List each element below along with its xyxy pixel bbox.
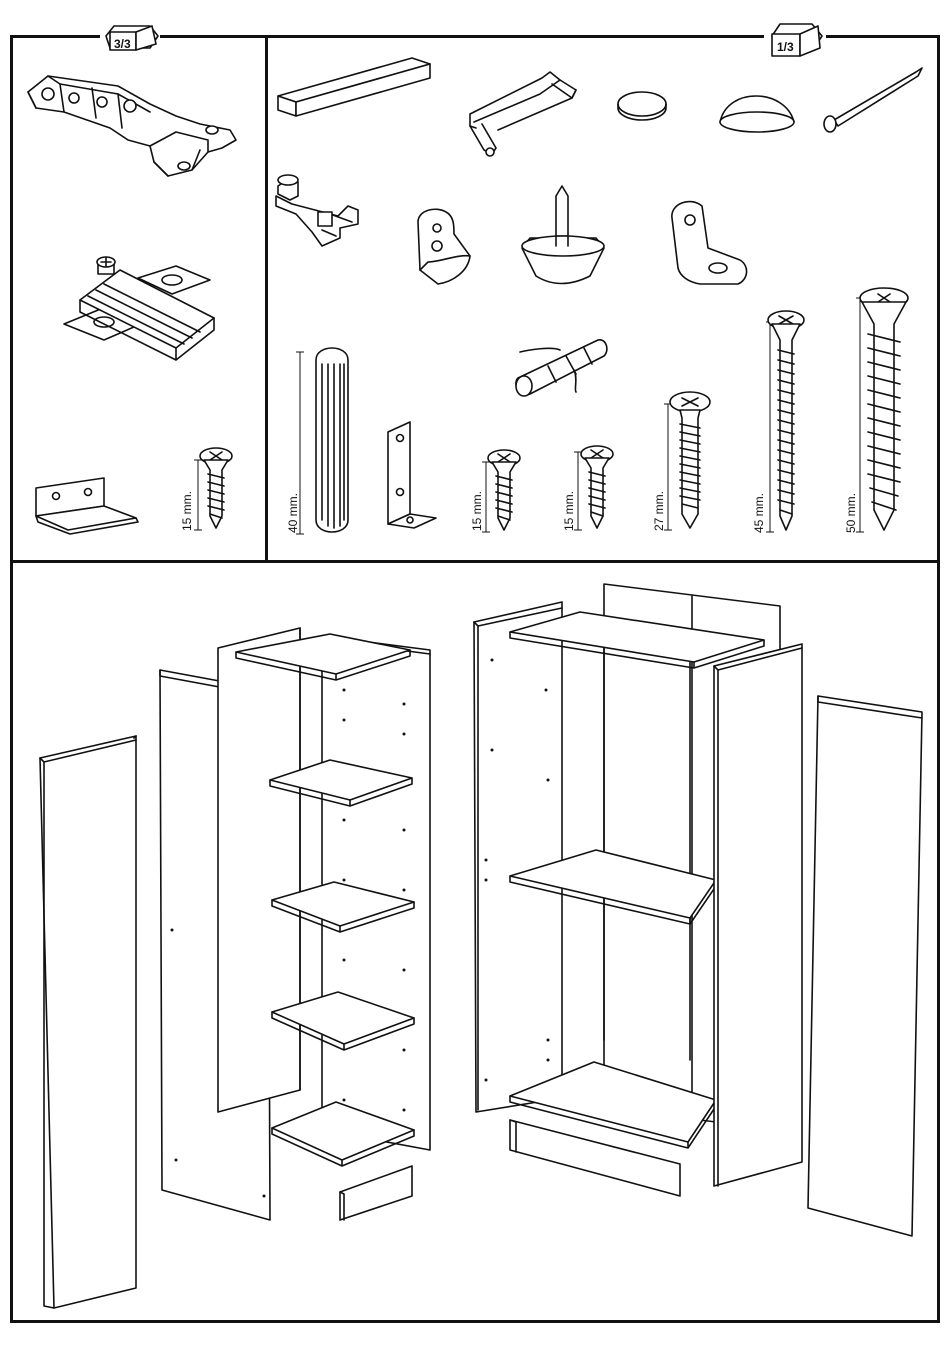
left-door-panel [40,736,136,1308]
right-cabinet-left-side [474,602,562,1112]
left-cabinet-back [218,628,300,1112]
right-door-panel [808,696,922,1236]
right-cabinet-right-side [714,644,802,1186]
left-kickboard [340,1166,412,1220]
